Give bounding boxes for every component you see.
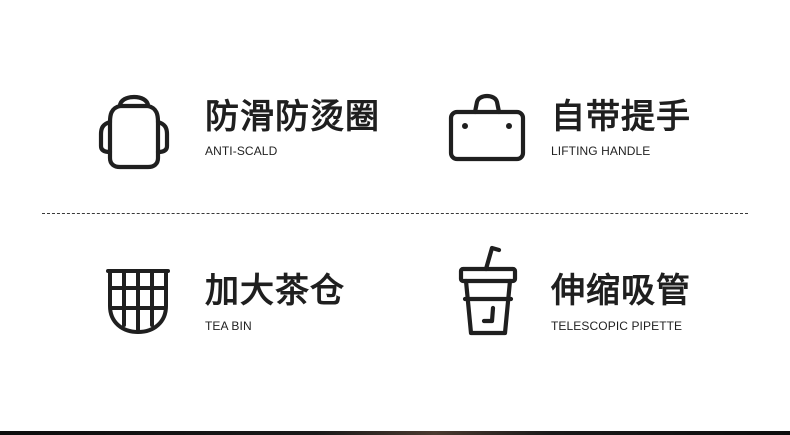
feature-subtitle: TELESCOPIC PIPETTE	[551, 319, 683, 333]
feature-title: 加大茶仓	[205, 271, 345, 311]
backpack-icon	[98, 94, 170, 170]
feature-title: 防滑防烫圈	[205, 97, 380, 137]
feature-subtitle: TEA BIN	[205, 319, 252, 333]
tea-bin-icon	[106, 269, 170, 334]
feature-subtitle: ANTI-SCALD	[205, 144, 278, 158]
bag-handle-icon	[448, 93, 526, 162]
bottom-bar	[0, 431, 790, 435]
feature-title: 伸缩吸管	[551, 271, 691, 311]
feature-title: 自带提手	[551, 97, 691, 137]
dashed-divider	[42, 213, 748, 214]
cup-straw-icon	[458, 245, 518, 336]
feature-subtitle: LIFTING HANDLE	[551, 144, 651, 158]
